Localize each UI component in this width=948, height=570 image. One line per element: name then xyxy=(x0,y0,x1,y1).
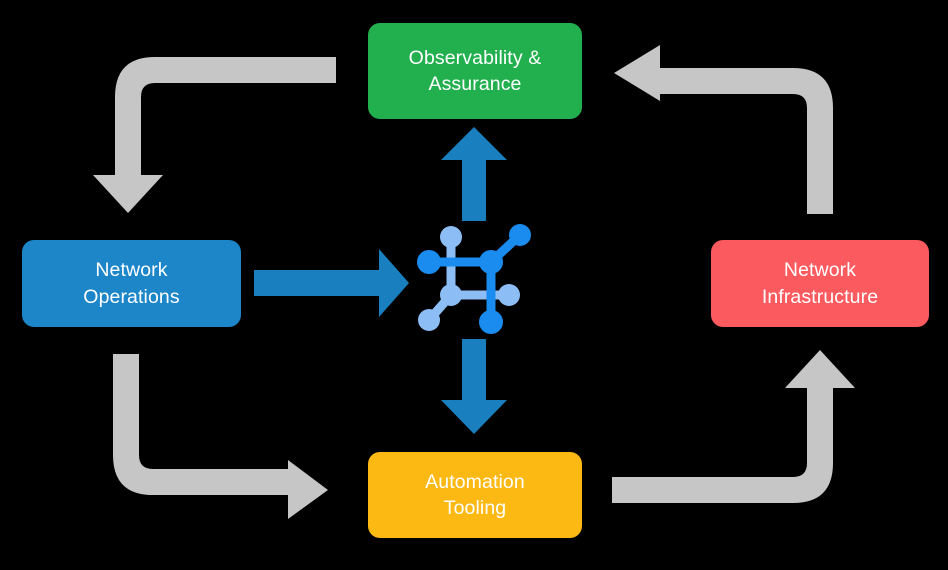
network-links-secondary xyxy=(424,232,514,325)
network-nodes-primary xyxy=(417,224,531,334)
network-nodes-secondary xyxy=(418,226,520,331)
gray-arrow-infrastructure-to-observability xyxy=(614,45,833,214)
node-box-automation-tooling[interactable]: Automation Tooling xyxy=(368,452,582,538)
node-box-observability[interactable]: Observability & Assurance xyxy=(368,23,582,119)
gray-arrow-operations-to-automation xyxy=(113,354,328,519)
blue-arrow-operations-to-center xyxy=(254,249,409,317)
network-topology-icon xyxy=(417,224,531,334)
blue-arrow-center-to-observability xyxy=(441,127,507,221)
node-box-network-infrastructure[interactable]: Network Infrastructure xyxy=(711,240,929,327)
blue-arrow-center-to-automation xyxy=(441,339,507,434)
gray-arrow-observability-to-operations xyxy=(93,57,336,213)
gray-arrow-automation-to-infrastructure xyxy=(612,350,855,503)
node-box-network-operations[interactable]: Network Operations xyxy=(22,240,241,327)
